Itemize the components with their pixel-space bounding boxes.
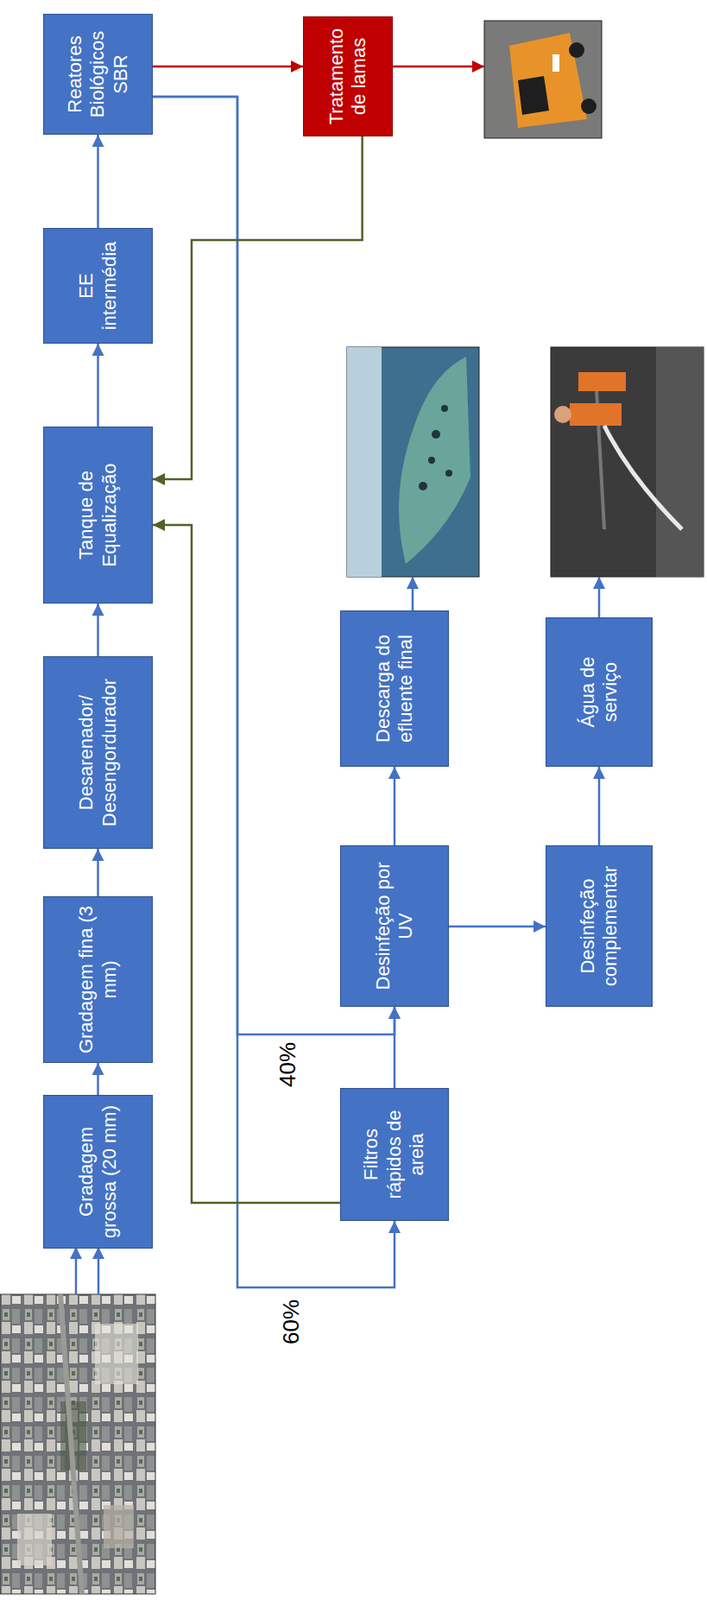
flow-arrow xyxy=(152,136,363,480)
flow-arrow xyxy=(598,766,601,846)
process-box: Filtros rápidos de areia xyxy=(340,1087,449,1221)
discharge-photo xyxy=(445,469,453,477)
process-box: Desinfeção por UV xyxy=(340,845,449,1007)
discharge-arrow xyxy=(411,576,415,613)
flow-arrow xyxy=(96,603,100,657)
truck-photo xyxy=(580,98,597,114)
process-box: EE intermédia xyxy=(43,227,153,344)
process-box: Reatores Biológicos SBR xyxy=(43,13,153,135)
discharge-photo xyxy=(347,347,480,577)
flow-arrow xyxy=(96,848,100,897)
flow-arrow xyxy=(96,134,100,228)
service-water-photo xyxy=(578,372,626,392)
flow-share-label: 60% xyxy=(277,1297,305,1346)
sludge-removal-arrow xyxy=(392,66,485,68)
box-label: Filtros rápidos de areia xyxy=(359,1094,429,1214)
box-label: Tratamento de lamas xyxy=(325,23,372,130)
discharge-arrow xyxy=(412,576,414,613)
inflow-arrows xyxy=(75,1246,78,1295)
city-photo xyxy=(0,1294,156,1594)
discharge-photo xyxy=(441,404,449,412)
city-photo xyxy=(94,1323,139,1384)
city-photo xyxy=(17,1513,52,1566)
flow-arrow xyxy=(152,524,341,1203)
box-label: Desinfeção por UV xyxy=(372,852,418,1000)
box-label: Gradagem fina (3 mm) xyxy=(75,902,121,1056)
flow-share-label: 40% xyxy=(274,1040,302,1089)
discharge-photo xyxy=(347,347,382,577)
box-label: Desarenador/ Desengordurador xyxy=(75,662,121,842)
box-label: Desinfeção complementar xyxy=(576,852,623,1000)
inflow-arrows xyxy=(75,1246,99,1295)
service-water-photo xyxy=(554,405,572,423)
box-label: Água de serviço xyxy=(576,624,623,760)
process-box: Desinfeção complementar xyxy=(545,845,653,1007)
process-box: Tratamento de lamas xyxy=(303,16,393,137)
service-water-photo xyxy=(550,347,704,577)
truck-photo xyxy=(509,32,588,128)
truck-photo xyxy=(517,75,550,115)
truck-photo xyxy=(484,20,602,139)
discharge-photo xyxy=(428,456,436,464)
service-water-photo xyxy=(569,403,622,426)
box-label: EE intermédia xyxy=(75,234,121,337)
truck-photo xyxy=(484,20,602,139)
discharge-photo xyxy=(398,356,471,564)
box-label: Gradagem grossa (20 mm) xyxy=(75,1101,121,1242)
process-box: Gradagem fina (3 mm) xyxy=(43,896,153,1063)
box-label: Reatores Biológicos SBR xyxy=(63,20,133,128)
process-box: Gradagem grossa (20 mm) xyxy=(43,1094,153,1249)
flow-arrow xyxy=(152,65,303,69)
process-box: Desarenador/ Desengordurador xyxy=(43,656,153,849)
box-label: Descarga do efluente final xyxy=(372,617,418,760)
discharge-photo xyxy=(431,429,441,439)
service-water-photo xyxy=(604,425,682,530)
truck-photo xyxy=(568,42,585,58)
discharge-photo xyxy=(347,347,480,577)
discharge-photo xyxy=(418,481,428,491)
service-water-photo xyxy=(595,373,605,530)
service-water-photo xyxy=(550,347,704,577)
city-photo xyxy=(103,1504,134,1548)
inflow-arrows xyxy=(97,1246,101,1295)
service-water-arrow xyxy=(599,576,600,619)
sludge-removal-arrow xyxy=(392,65,485,69)
service-water-photo xyxy=(656,347,704,577)
flow-arrow xyxy=(448,925,546,928)
city-photo xyxy=(0,1294,156,1594)
process-box: Descarga do efluente final xyxy=(340,610,449,767)
box-label: Tanque de Equalização xyxy=(75,433,121,597)
flow-arrow xyxy=(96,1062,100,1095)
flow-arrow xyxy=(393,1006,397,1088)
flow-arrow xyxy=(96,343,100,427)
truck-photo xyxy=(552,54,560,72)
service-water-arrow xyxy=(598,576,601,619)
city-photo xyxy=(60,1294,83,1594)
process-box: Tanque de Equalização xyxy=(43,426,153,604)
process-box: Água de serviço xyxy=(545,617,653,767)
flow-arrow xyxy=(393,766,397,846)
